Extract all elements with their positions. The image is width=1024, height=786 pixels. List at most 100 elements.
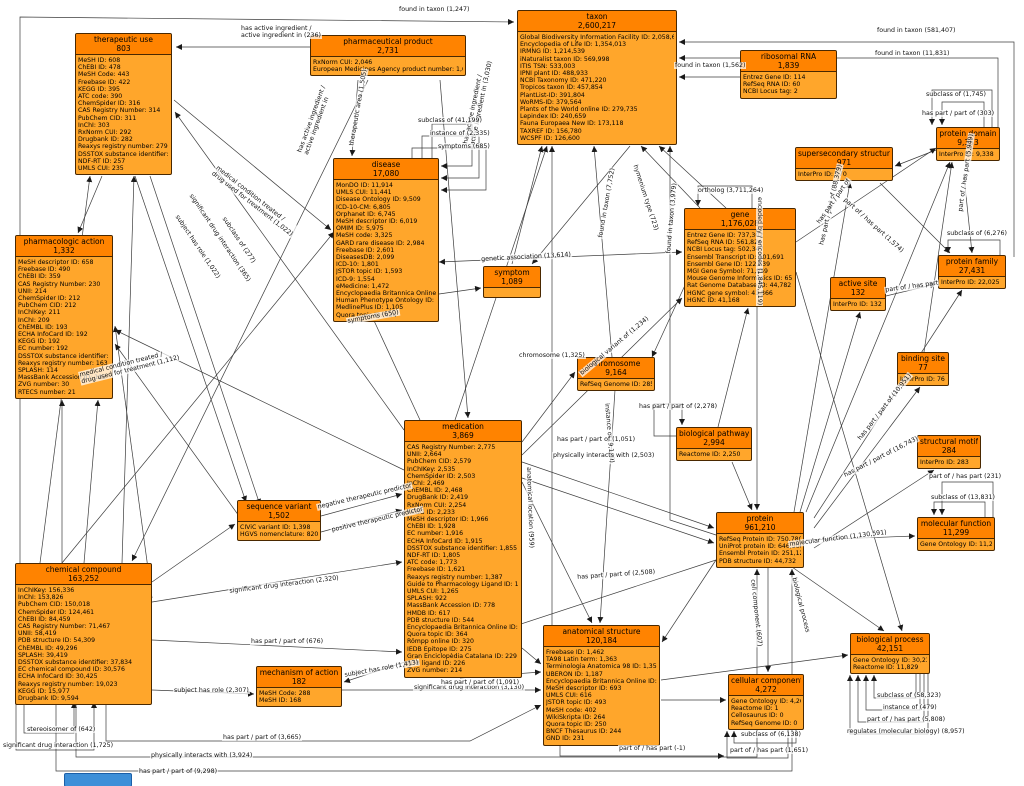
node-count: 77 (918, 363, 928, 372)
edge-label: found in taxon (1,562) (674, 62, 747, 69)
edge-label: has part / part of (9,298) (138, 768, 219, 775)
node-attributes: Reactome ID: 2,250 (677, 449, 751, 460)
node-attribute: InChIKey: 156,336 (18, 587, 75, 594)
node-attribute: RefSeq RNA ID: 561,824 (687, 239, 762, 247)
node-attribute: ICD-10-CM: 6,805 (336, 203, 391, 211)
node-attribute: CIViC variant ID: 1,398 (240, 524, 311, 531)
edge-label: symptoms (685) (437, 143, 491, 150)
edge-line (799, 311, 862, 513)
edge-line (559, 745, 724, 759)
edge-line (661, 559, 717, 643)
node-attribute: Quora topic ID: 250 (546, 721, 607, 729)
node-attribute: RefSeq Genome ID: 285 (580, 381, 652, 388)
node-attribute: UMLS CUI: 616 (546, 692, 592, 700)
node-attribute: HGNC ID: 41,168 (687, 296, 740, 304)
node-attribute: ECHA InfoCard ID: 1,915 (407, 537, 483, 545)
edge-label: subject has role (2,307) (173, 687, 250, 694)
node-attribute: HGNC gene symbol: 41,366 (687, 289, 773, 297)
node-attribute: UNII: 214 (18, 287, 47, 295)
node-attribute: IEDB Epitope ID: 275 (407, 645, 472, 653)
node-title: ribosomal RNA (760, 52, 817, 61)
node-attribute: Reaxys registry number: 1,387 (407, 573, 503, 581)
edge-line (149, 175, 261, 506)
edge-line (679, 39, 1015, 257)
node-attribute: UMLS CUI: 1,265 (407, 588, 459, 596)
node-attribute: ITIS TSN: 533,003 (520, 62, 576, 70)
edge-line (23, 700, 77, 734)
node-attribute: CAS Registry Number: 2,775 (407, 444, 496, 451)
node-count: 182 (291, 677, 307, 686)
edge-line (173, 99, 332, 231)
node-attribute: Freebase ID: 2,601 (336, 246, 395, 254)
node-attribute: UMLS CUI: 11,441 (336, 189, 392, 197)
node-attribute: JSTOR topic ID: 493 (546, 699, 607, 707)
node-title: pharmacologic action (23, 237, 105, 246)
edge-line (597, 389, 616, 624)
node-attribute: DSSTOX substance identifier: 262 (78, 150, 169, 158)
node-title: therapeutic use (94, 35, 153, 44)
node-count: 2,994 (703, 438, 725, 447)
node-attributes: InterPro ID: 132 (831, 299, 885, 310)
edge-line (151, 523, 236, 583)
node-attribute: HGVS nomenclature: 820 (240, 531, 318, 539)
edge-line (105, 700, 542, 742)
node-attribute: ECHA InfoCard ID: 30,425 (18, 673, 98, 681)
edge-label: found in taxon (11,831) (874, 50, 951, 57)
node-attribute: Entrez Gene ID: 114 (743, 74, 806, 81)
node-attribute: IRMNG ID: 1,214,539 (520, 48, 585, 56)
bottom-blue-bar (64, 773, 132, 786)
edge-label: has active ingredient / active ingredien… (240, 25, 322, 39)
edge-label: chromosome (1,325) (518, 352, 586, 359)
node-attribute: DSSTOX substance identifier: 174 (18, 352, 110, 360)
edge-line (695, 185, 753, 208)
edge-line (731, 461, 753, 511)
edge-line (511, 145, 544, 265)
node-attribute: RefSeq RNA ID: 60 (743, 81, 801, 89)
node-attribute: MeSH Code: 288 (259, 690, 311, 697)
edge-line (131, 79, 369, 562)
edge-line (77, 175, 103, 234)
edge-label: subclass of (58,323) (876, 692, 942, 699)
edge-label: ortholog (3,711,264) (697, 187, 765, 194)
edge-line (151, 639, 403, 655)
edge-label: subclass of (6,138) (740, 731, 802, 738)
node-attribute: ChemSpider ID: 2,503 (407, 472, 476, 480)
node-attribute: Römpp online ID: 320 (407, 638, 474, 646)
node-attribute: RefSeq Protein ID: 750,780 (719, 536, 801, 543)
edge-line (174, 111, 405, 431)
node-attribute: NCBI Locus tag: 2 (743, 88, 798, 96)
edge-line (945, 239, 1001, 255)
